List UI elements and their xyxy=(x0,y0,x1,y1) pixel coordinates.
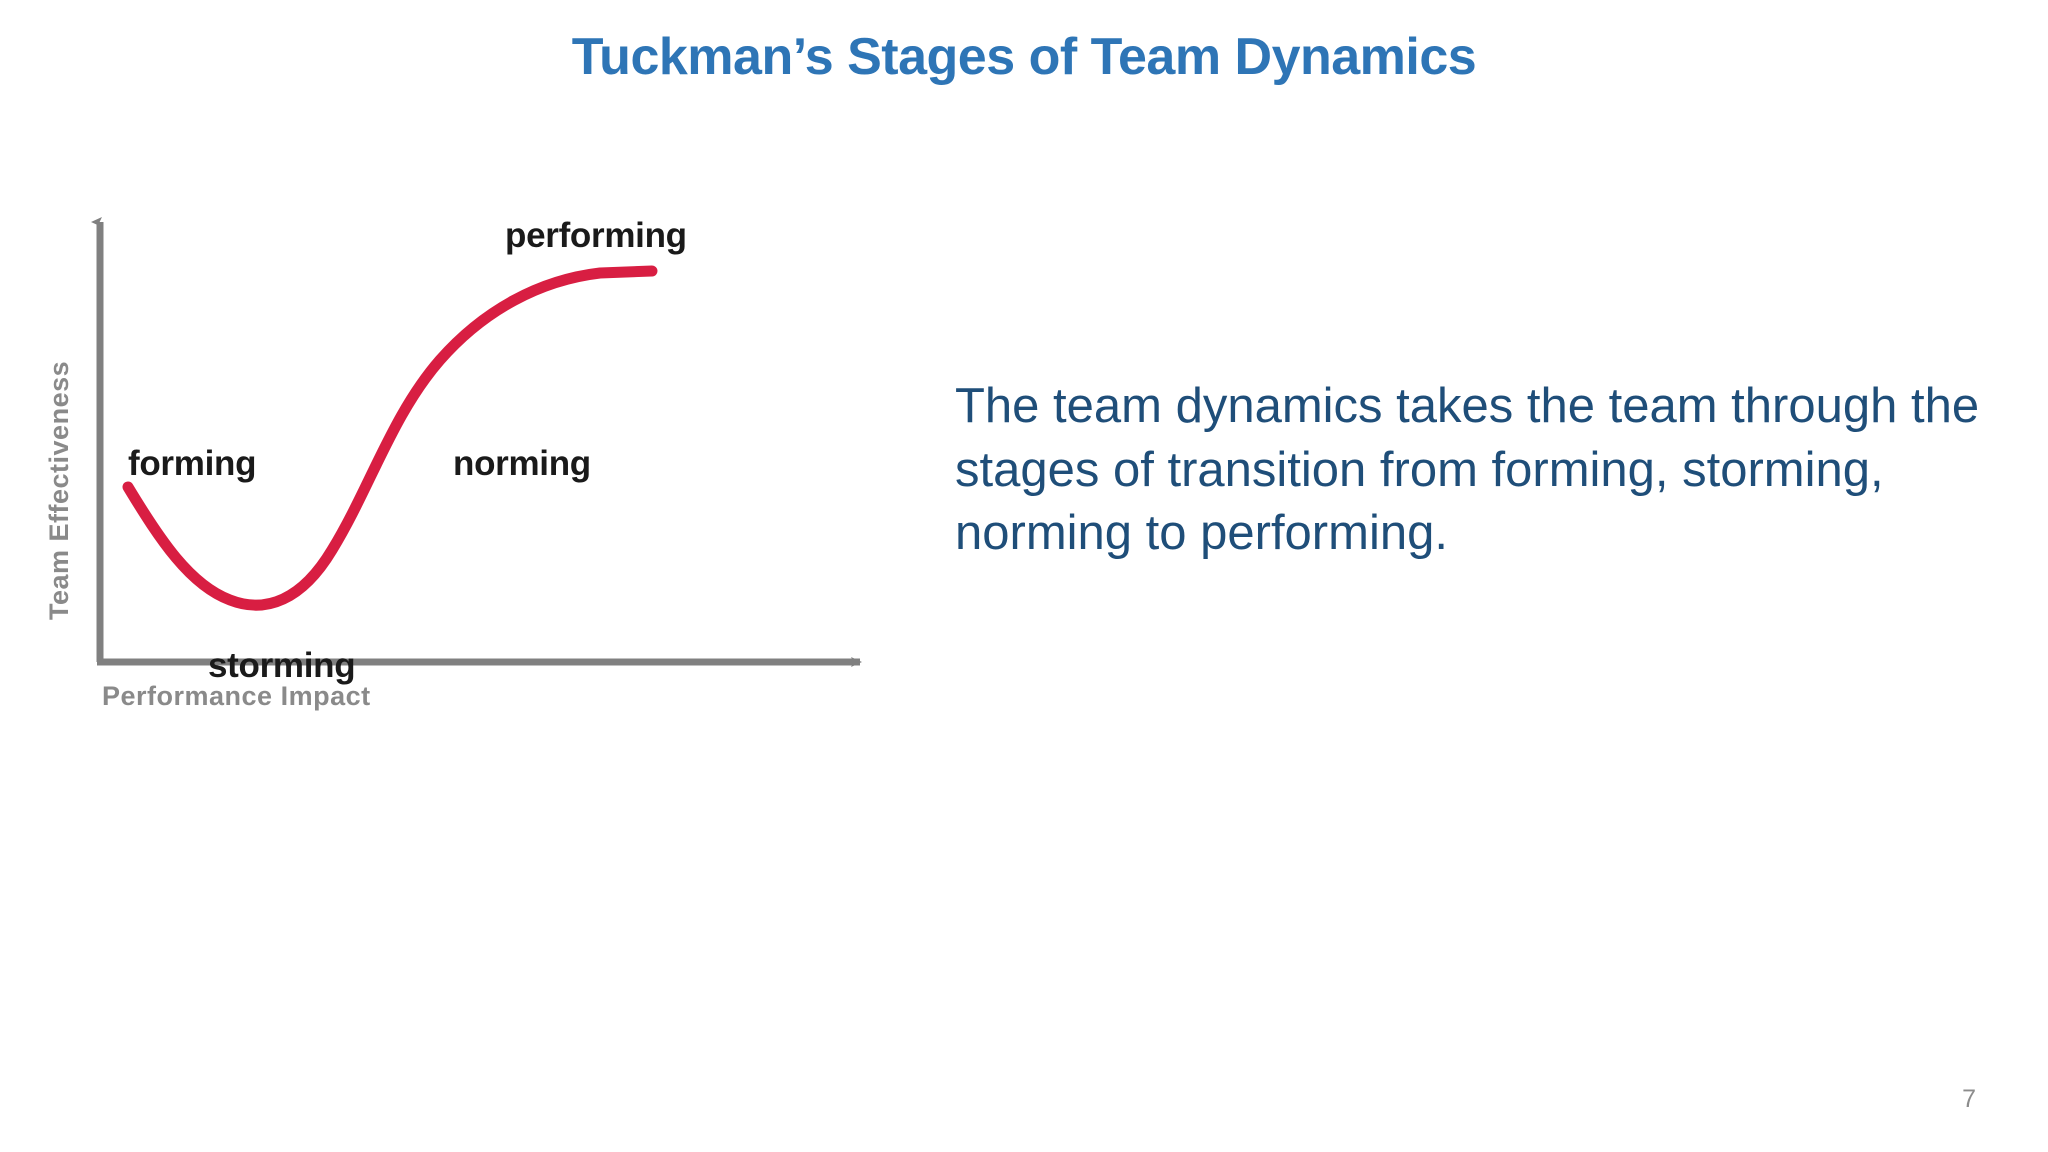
tuckman-curve-figure: Team Effectiveness Performance Impact fo… xyxy=(40,200,940,900)
x-axis-label: Performance Impact xyxy=(102,681,371,711)
stage-label-performing: performing xyxy=(505,216,687,255)
stage-label-storming: storming xyxy=(208,646,355,685)
body-paragraph: The team dynamics takes the team through… xyxy=(955,379,1980,561)
stage-label-norming: norming xyxy=(453,444,591,483)
stage-label-forming: forming xyxy=(128,444,256,483)
page-number: 7 xyxy=(1962,1085,1976,1113)
page-title: Tuckman’s Stages of Team Dynamics xyxy=(571,28,1477,86)
team-effectiveness-curve xyxy=(122,265,658,611)
y-axis-label: Team Effectiveness xyxy=(44,361,74,620)
